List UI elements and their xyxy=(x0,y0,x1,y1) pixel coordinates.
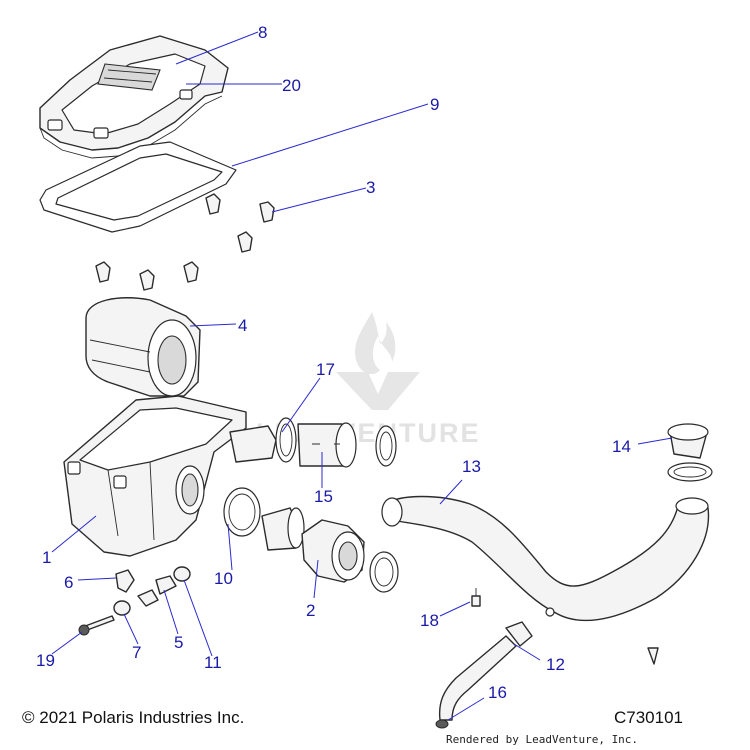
rendered-by-text: Rendered by LeadVenture, Inc. xyxy=(446,733,639,746)
copyright-text: © 2021 Polaris Industries Inc. xyxy=(22,708,245,727)
part-17-clamp[interactable] xyxy=(275,417,297,463)
clamp-right-of-coupler[interactable] xyxy=(375,425,397,467)
diagram-code: C730101 xyxy=(614,708,684,727)
part-1-airbox[interactable] xyxy=(63,395,277,557)
part-16-clamp[interactable] xyxy=(435,719,449,729)
part-12-drain-hose[interactable] xyxy=(438,621,533,721)
callout-8: 8 xyxy=(258,23,267,42)
part-2-adapter[interactable] xyxy=(301,519,365,583)
callout-2: 2 xyxy=(306,601,315,620)
callout-10: 10 xyxy=(214,569,233,588)
callout-19: 19 xyxy=(36,651,55,670)
callout-1: 1 xyxy=(42,548,51,567)
clamp-right-of-adapter[interactable] xyxy=(369,551,399,593)
part-9-gasket[interactable] xyxy=(39,141,237,233)
callout-numbers: 8 20 9 3 4 17 15 13 14 1 10 2 6 5 7 11 1… xyxy=(36,23,631,702)
callout-6: 6 xyxy=(64,573,73,592)
callout-7: 7 xyxy=(132,643,141,662)
sleeve[interactable] xyxy=(261,507,305,551)
callout-3: 3 xyxy=(366,178,375,197)
callout-20: 20 xyxy=(282,76,301,95)
part-7-plug[interactable] xyxy=(113,600,131,616)
callout-15: 15 xyxy=(314,487,333,506)
callout-16: 16 xyxy=(488,683,507,702)
callout-5: 5 xyxy=(174,633,183,652)
part-11-plug[interactable] xyxy=(173,566,191,582)
part-5-fitting[interactable] xyxy=(137,575,177,607)
callout-12: 12 xyxy=(546,655,565,674)
part-15-coupler[interactable] xyxy=(297,422,357,468)
callout-14: 14 xyxy=(612,437,631,456)
part-13-intake-tube[interactable] xyxy=(381,495,710,622)
part-18-screw[interactable] xyxy=(471,588,481,607)
part-14-boot[interactable] xyxy=(667,423,713,482)
small-grommet[interactable] xyxy=(647,647,659,665)
part-6-grommet[interactable] xyxy=(115,569,135,593)
callout-18: 18 xyxy=(420,611,439,630)
callout-4: 4 xyxy=(238,316,247,335)
callout-9: 9 xyxy=(430,95,439,114)
part-10-clamp[interactable] xyxy=(223,487,261,537)
part-19-bolt[interactable] xyxy=(78,615,115,636)
callout-11: 11 xyxy=(204,653,222,672)
callout-13: 13 xyxy=(462,457,481,476)
callout-17: 17 xyxy=(316,360,335,379)
leader-lines xyxy=(51,31,673,721)
part-3-clips[interactable] xyxy=(95,193,275,291)
part-4-air-filter[interactable] xyxy=(85,297,201,397)
